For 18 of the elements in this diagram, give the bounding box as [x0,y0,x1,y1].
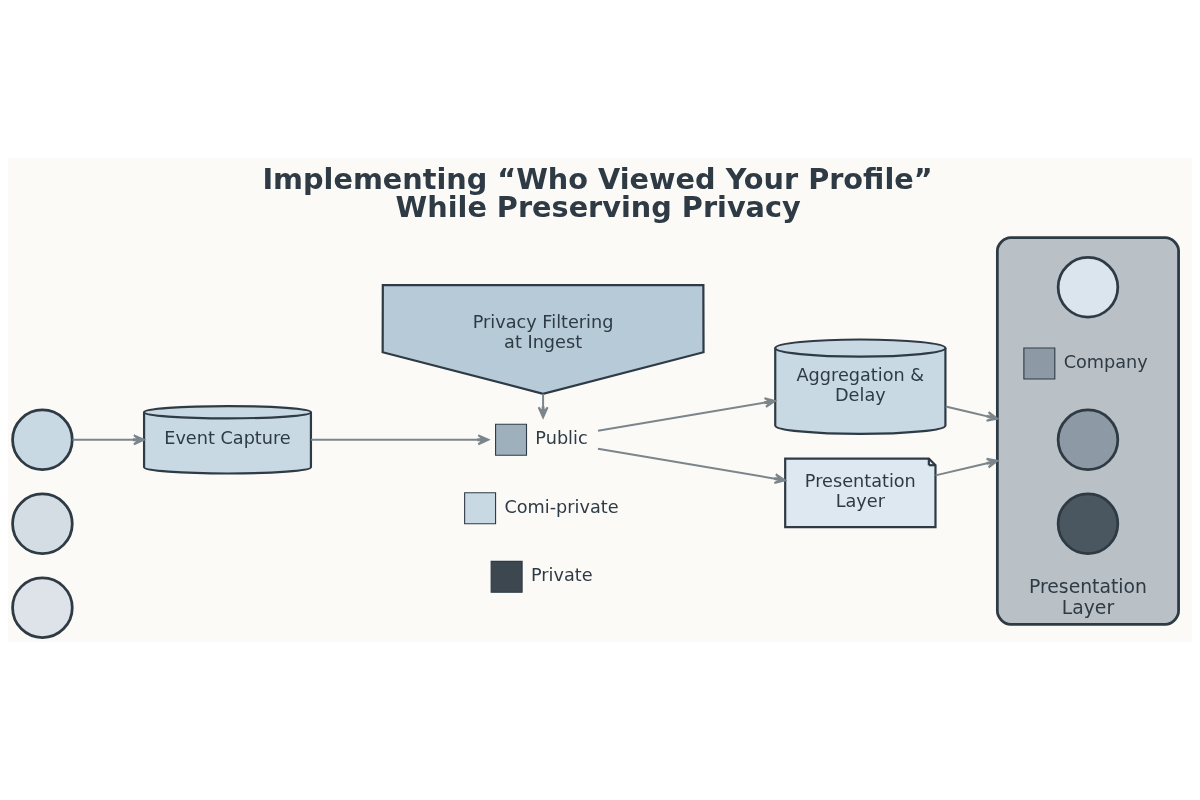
arrow [537,392,549,419]
node-label: Public [535,427,588,448]
arrow [71,434,145,446]
arrow [597,447,786,485]
node-label: Comi-private [504,496,619,517]
arrow [934,457,999,477]
node-person [11,576,74,639]
arrow [309,434,490,446]
arrow [597,397,777,432]
node-person [1056,492,1120,555]
node-label: Private [530,565,593,585]
arrow [944,405,999,422]
diagram-title: Implementing “Who Viewed Your Profile” While Preserving Privacy [262,161,933,225]
node-person [1056,408,1120,471]
node-person [11,492,74,555]
node-person [1056,256,1120,319]
node-label: Company [1063,351,1148,372]
node-person [11,408,74,471]
